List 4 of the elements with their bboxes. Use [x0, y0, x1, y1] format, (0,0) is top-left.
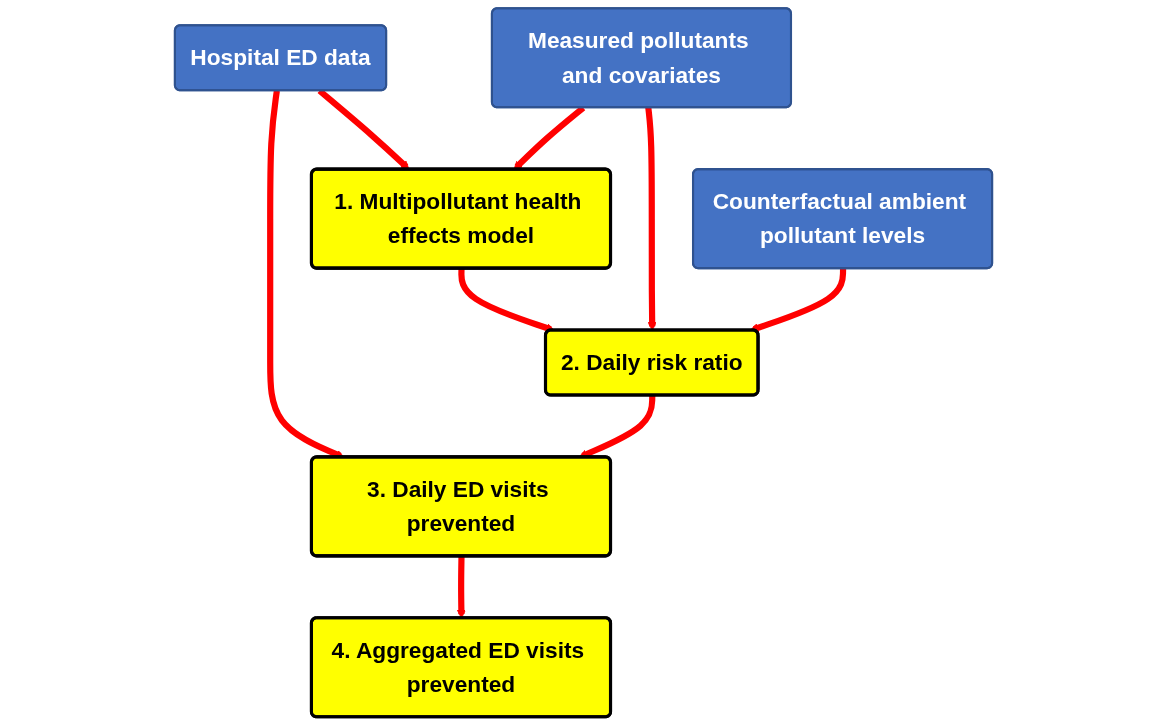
- arrow: [317, 88, 410, 171]
- arrow: [645, 107, 657, 331]
- arrow: [513, 105, 586, 171]
- arrow: [458, 268, 555, 333]
